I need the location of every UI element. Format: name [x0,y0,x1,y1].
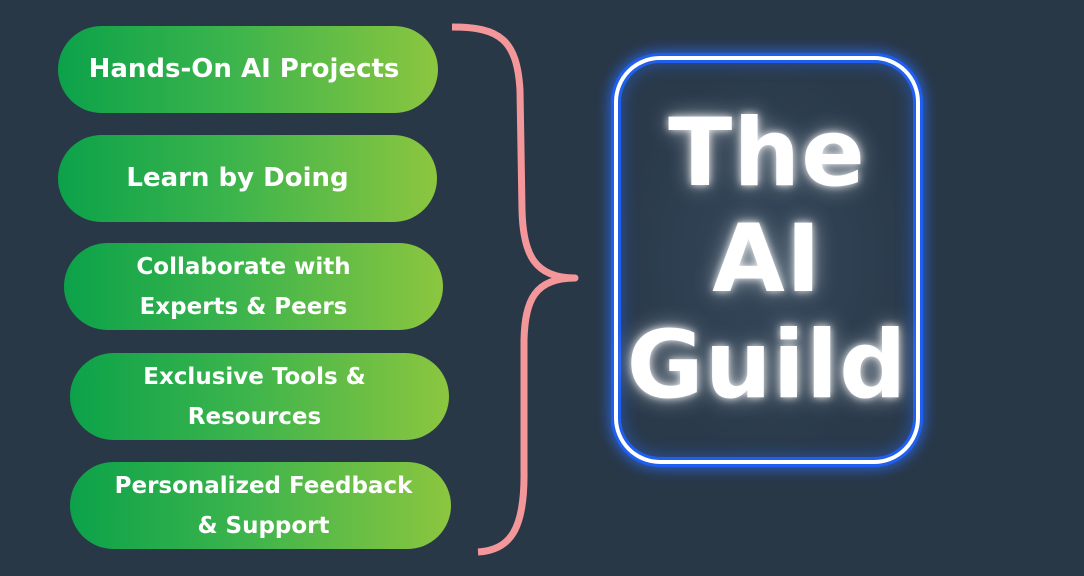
feature-label: Hands-On AI Projects [88,53,400,84]
feature-pill-exclusive-tools: Exclusive Tools & Resources [70,353,449,440]
title-line-guild: Guild [626,311,908,420]
feature-label: Learn by Doing [126,162,349,193]
feature-label: Personalized Feedback & Support [114,472,413,539]
feature-pill-collaborate: Collaborate with Experts & Peers [64,243,443,330]
feature-pill-personalized-feedback: Personalized Feedback & Support [70,462,451,549]
feature-pill-learn-by-doing: Learn by Doing [58,135,437,222]
curly-brace-icon [451,23,579,556]
feature-pill-hands-on-projects: Hands-On AI Projects [58,26,438,113]
feature-label: Collaborate with Experts & Peers [136,253,351,320]
ai-guild-neon-sign: The AI Guild [614,56,920,464]
title-line-ai: AI [712,205,822,314]
title-line-the: The [668,99,866,208]
feature-label: Exclusive Tools & Resources [143,363,366,430]
